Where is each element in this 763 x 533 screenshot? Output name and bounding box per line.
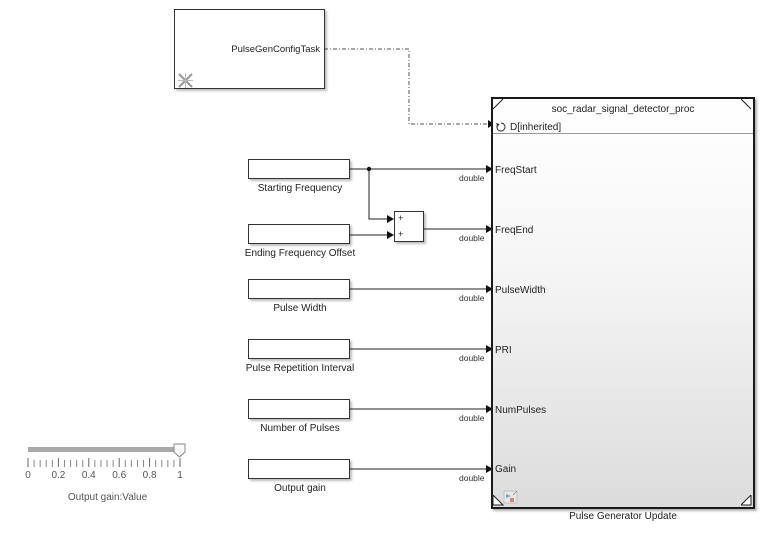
port-pulsewidth[interactable]: PulseWidth xyxy=(495,285,546,296)
slider-tick-label: 1 xyxy=(177,470,183,481)
branch-line xyxy=(368,169,388,220)
subsystem-title: soc_radar_signal_detector_proc xyxy=(551,104,695,115)
subsystem-name: Pulse Generator Update xyxy=(569,511,677,522)
function-call-line xyxy=(324,48,488,125)
source-block-output-gain[interactable] xyxy=(248,459,350,479)
slider-widget[interactable]: 0 0.2 0.4 0.6 0.8 1 Output gain:Value xyxy=(20,440,195,505)
source-label: Output gain xyxy=(274,483,326,494)
sum-sign: + xyxy=(398,229,404,239)
corner-mark xyxy=(741,495,752,506)
port-freqend[interactable]: FreqEnd xyxy=(495,225,534,236)
source-block-pri[interactable] xyxy=(248,339,350,359)
source-label: Number of Pulses xyxy=(260,423,340,434)
arrowhead xyxy=(387,231,394,239)
arrowhead xyxy=(486,285,493,293)
slider-tick-label: 0.8 xyxy=(142,470,157,481)
trigger-port[interactable]: D[inherited] xyxy=(495,121,561,133)
port-freqstart[interactable]: FreqStart xyxy=(495,165,537,176)
source-block-number-of-pulses[interactable] xyxy=(248,399,350,419)
source-label: Starting Frequency xyxy=(257,183,343,194)
slider-tick-label: 0.6 xyxy=(112,470,127,481)
source-block-pulse-width[interactable] xyxy=(248,279,350,299)
slider-tick-label: 0.4 xyxy=(81,470,96,481)
signal-type-label: double xyxy=(459,173,485,183)
port-numpulses[interactable]: NumPulses xyxy=(495,405,547,416)
arrowhead xyxy=(486,405,493,413)
arrowhead xyxy=(486,465,493,473)
corner-mark xyxy=(493,99,504,110)
source-block-ending-frequency-offset[interactable] xyxy=(248,224,350,244)
slider-track[interactable] xyxy=(28,447,178,452)
sum-block[interactable]: + + xyxy=(394,211,424,242)
port-pri[interactable]: PRI xyxy=(495,345,512,356)
subsystem-block[interactable]: soc_radar_signal_detector_proc D[inherit… xyxy=(491,97,755,509)
config-task-block[interactable]: PulseGenConfigTask xyxy=(174,9,325,89)
signal-type-label: double xyxy=(459,353,485,363)
arrowhead xyxy=(486,165,493,173)
port-gain[interactable]: Gain xyxy=(495,464,517,475)
source-label: Ending Frequency Offset xyxy=(244,248,356,259)
source-block-starting-frequency[interactable] xyxy=(248,159,350,179)
source-label: Pulse Repetition Interval xyxy=(245,363,355,374)
sum-sign: + xyxy=(398,213,404,223)
corner-mark xyxy=(741,99,752,110)
source-label: Pulse Width xyxy=(273,303,327,314)
slider-tick-label: 0.2 xyxy=(51,470,66,481)
clock-refresh-icon xyxy=(496,122,506,132)
signal-type-label: double xyxy=(459,233,485,243)
corner-mark xyxy=(493,495,505,506)
trigger-label: D[inherited] xyxy=(510,121,562,133)
slider-tick-labels: 0 0.2 0.4 0.6 0.8 1 xyxy=(20,470,195,482)
task-disabled-icon xyxy=(178,73,193,88)
slider-thumb[interactable] xyxy=(173,443,187,459)
divider xyxy=(493,133,753,134)
arrowhead xyxy=(387,215,394,223)
signal-type-label: double xyxy=(459,473,485,483)
signal-type-label: double xyxy=(459,293,485,303)
signal-type-label: double xyxy=(459,413,485,423)
config-task-port-label: PulseGenConfigTask xyxy=(231,44,320,55)
slider-tick-label: 0 xyxy=(25,470,31,481)
hdl-subsystem-icon xyxy=(503,490,518,504)
arrowhead xyxy=(486,225,493,233)
arrowhead xyxy=(486,345,493,353)
slider-ticks xyxy=(27,458,181,467)
slider-label: Output gain:Value xyxy=(67,492,148,503)
